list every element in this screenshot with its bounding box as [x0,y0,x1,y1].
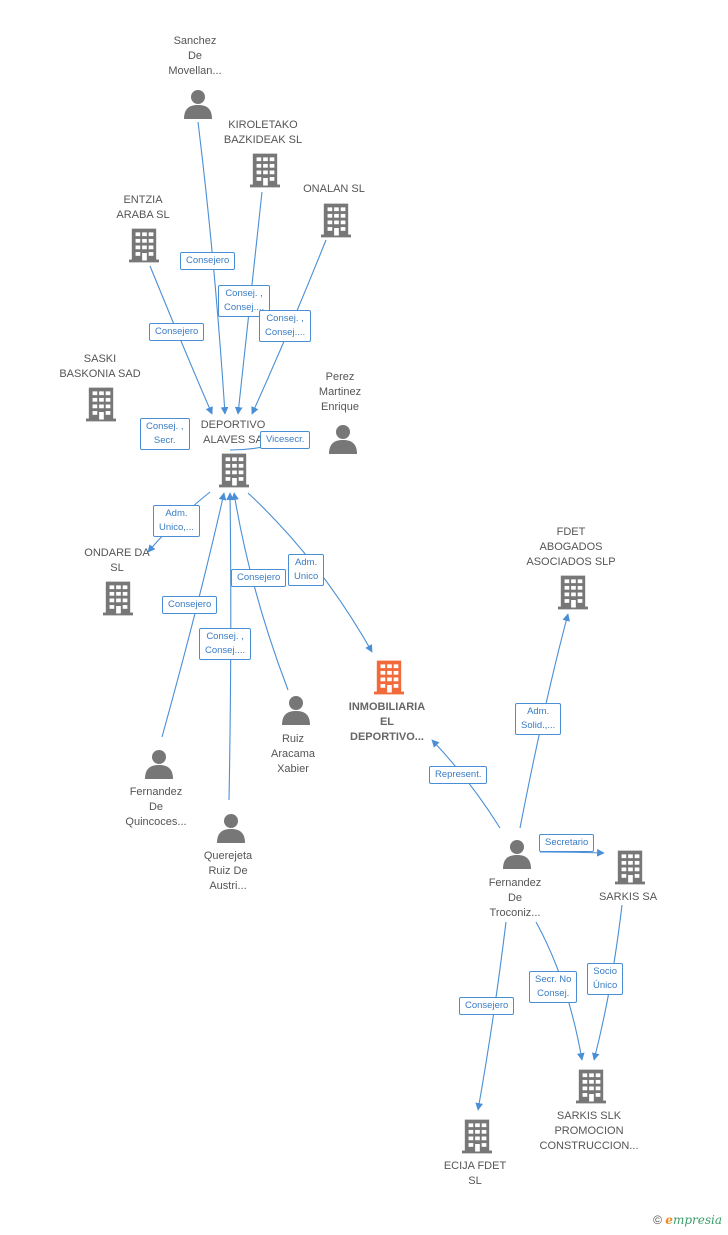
person-icon[interactable] [503,840,531,869]
person-icon[interactable] [145,750,173,779]
edge-label-fernandez-q-deportivo[interactable]: Consejero [162,596,218,614]
edge-line [475,921,507,1111]
edge-label-deportivo-inmobiliaria[interactable]: Adm. Unico [288,554,325,586]
person-icon[interactable] [329,425,357,454]
building-icon[interactable] [374,660,404,695]
edge-label-ruiz-deportivo[interactable]: Consejero [231,569,287,587]
node-label-onalan[interactable]: ONALAN SL [303,183,365,195]
node-label-deportivo[interactable]: DEPORTIVO ALAVES SA [200,419,266,446]
node-label-ruiz[interactable]: Ruiz Aracama Xabier [270,733,316,775]
edge-line [231,492,289,691]
node-label-fernandez-quincoces[interactable]: Fernandez De Quincoces... [125,786,187,828]
edge-label-onalan-deportivo[interactable]: Consej. , Consej.... [259,310,312,342]
building-icon[interactable] [86,387,116,422]
building-icon[interactable] [103,581,133,616]
node-label-ecija[interactable]: ECIJA FDET SL [443,1160,507,1187]
building-icon[interactable] [219,453,249,488]
node-label-sarkis-slk[interactable]: SARKIS SLK PROMOCION CONSTRUCCION... [539,1110,639,1152]
edge-label-fernandez-t-sarkis[interactable]: Secretario [539,834,595,852]
node-label-saski[interactable]: SASKI BASKONIA SAD [59,353,141,380]
footer-brand: © empresia [653,1213,722,1227]
edge-label-deportivo-ondare[interactable]: Adm. Unico,... [153,505,200,537]
building-icon[interactable] [321,203,351,238]
edge-label-fernandez-t-fdet[interactable]: Adm. Solid.,... [515,703,562,735]
building-icon[interactable] [615,850,645,885]
edge-label-sarkis-sarkis-slk[interactable]: Socio Único [587,963,624,995]
edge-label-saski-deportivo[interactable]: Consej. , Secr. [140,418,190,450]
edge-label-fernandez-t-sarkis-slk[interactable]: Secr. No Consej. [529,971,578,1003]
person-icon[interactable] [282,696,310,725]
node-label-kiroletako[interactable]: KIROLETAKO BAZKIDEAK SL [223,119,303,146]
building-icon[interactable] [558,575,588,610]
copyright-icon: © [653,1213,662,1227]
edge-label-entzia-deportivo[interactable]: Consejero [149,323,205,341]
node-label-entzia[interactable]: ENTZIA ARABA SL [116,194,170,221]
edge-lines [147,121,623,1111]
node-label-sanchez[interactable]: Sanchez De Movellan... [168,35,222,77]
node-label-fernandez-troconiz[interactable]: Fernandez De Troconiz... [488,877,542,919]
node-label-fdet[interactable]: FDET ABOGADOS ASOCIADOS SLP [526,526,616,568]
person-icon[interactable] [184,90,212,119]
edge-label-fernandez-t-inmobiliaria[interactable]: Represent. [429,766,488,784]
building-icon[interactable] [129,228,159,263]
building-icon[interactable] [462,1119,492,1154]
person-icon[interactable] [217,814,245,843]
edge-label-querejeta-deportivo[interactable]: Consej. , Consej.... [199,628,252,660]
brand-logo: empresia [665,1213,722,1227]
node-label-perez[interactable]: Perez Martinez Enrique [318,371,362,413]
edge-line [539,848,605,857]
edge-label-perez-deportivo[interactable]: Vicesecr. [260,431,311,449]
edge-label-fernandez-t-ecija[interactable]: Consejero [459,997,515,1015]
node-label-inmobiliaria[interactable]: INMOBILIARIA EL DEPORTIVO... [348,701,426,743]
node-label-ondare[interactable]: ONDARE DA SL [84,547,150,574]
node-label-sarkis[interactable]: SARKIS SA [598,891,658,903]
node-label-querejeta[interactable]: Querejeta Ruiz De Austri... [203,850,253,892]
edge-line [431,739,501,829]
edge-label-sanchez-deportivo[interactable]: Consejero [180,252,236,270]
building-icon[interactable] [576,1069,606,1104]
